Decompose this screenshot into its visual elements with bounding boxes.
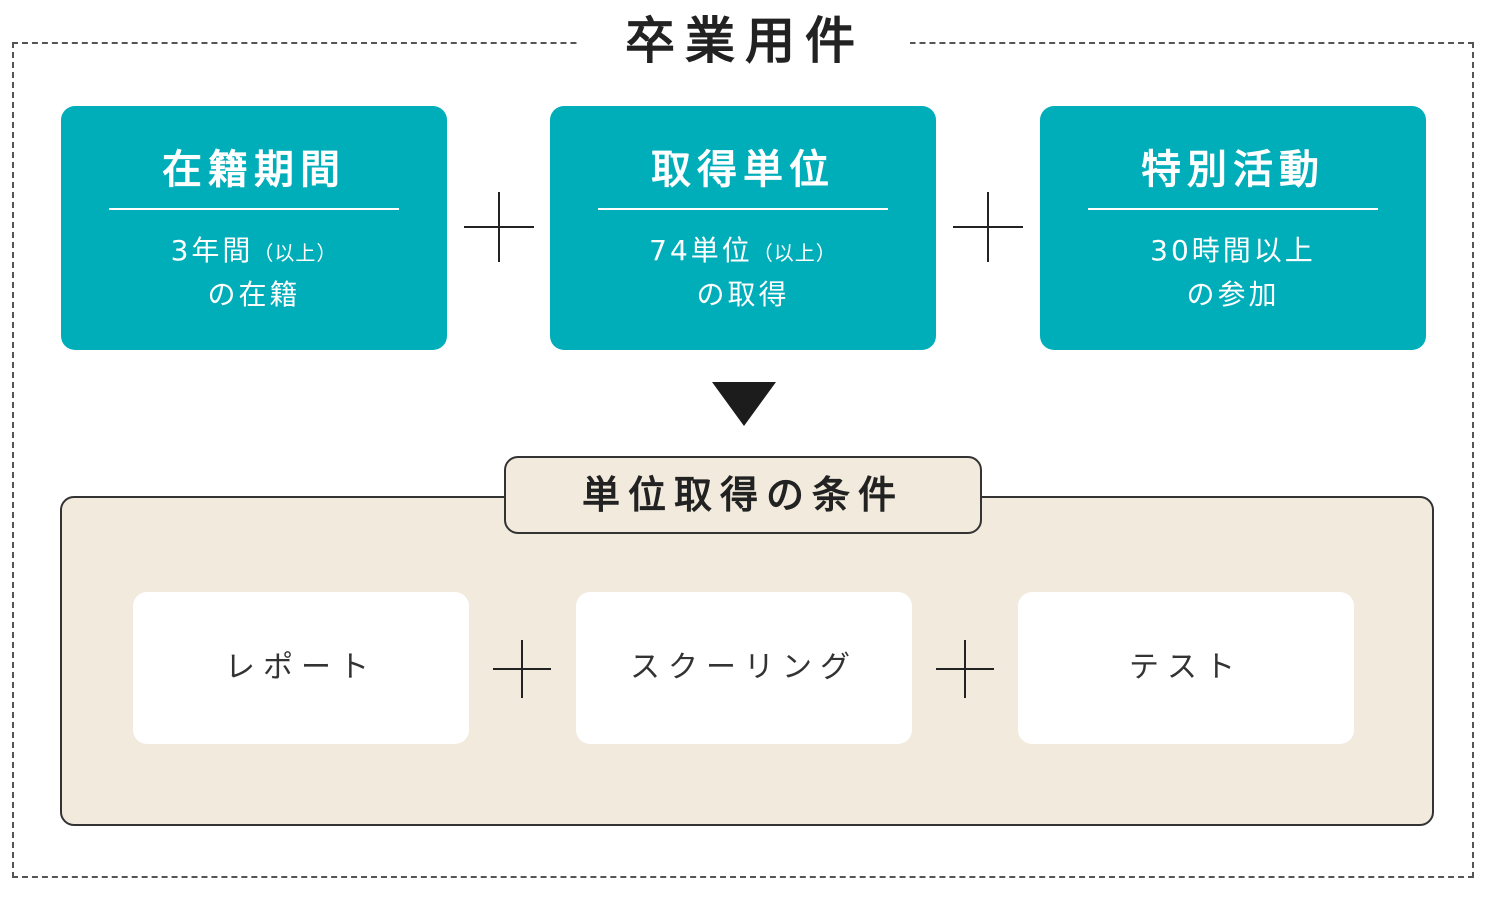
plus-icon — [464, 192, 534, 262]
requirement-line1: 74単位 — [649, 234, 753, 267]
requirement-line1: 3年間 — [170, 234, 254, 267]
requirement-paren: （以上） — [253, 241, 338, 265]
requirement-line2: の参加 — [1186, 278, 1280, 311]
requirement-box-enrollment: 在籍期間 3年間（以上） の在籍 — [61, 106, 447, 350]
condition-card-report: レポート — [133, 592, 469, 744]
requirement-heading: 取得単位 — [651, 147, 835, 193]
requirement-heading: 特別活動 — [1141, 147, 1325, 193]
requirement-description: 3年間（以上） の在籍 — [61, 230, 447, 316]
plus-icon — [493, 640, 551, 698]
conditions-title: 単位取得の条件 — [504, 456, 982, 534]
requirement-heading: 在籍期間 — [162, 147, 346, 193]
requirement-divider — [1088, 208, 1378, 210]
requirement-line2: の取得 — [696, 278, 790, 311]
requirement-box-special-activities: 特別活動 30時間以上 の参加 — [1040, 106, 1426, 350]
requirement-line2: の在籍 — [207, 278, 301, 311]
requirement-box-credits: 取得単位 74単位（以上） の取得 — [550, 106, 936, 350]
plus-icon — [953, 192, 1023, 262]
plus-icon — [936, 640, 994, 698]
condition-card-schooling: スクーリング — [576, 592, 912, 744]
condition-card-test: テスト — [1018, 592, 1354, 744]
requirement-line1: 30時間以上 — [1150, 234, 1316, 267]
requirement-divider — [109, 208, 399, 210]
requirement-paren: （以上） — [752, 241, 837, 265]
down-triangle-icon — [712, 382, 776, 426]
requirement-divider — [598, 208, 888, 210]
requirement-description: 74単位（以上） の取得 — [550, 230, 936, 316]
requirement-description: 30時間以上 の参加 — [1040, 230, 1426, 316]
page-title: 卒業用件 — [580, 8, 910, 74]
